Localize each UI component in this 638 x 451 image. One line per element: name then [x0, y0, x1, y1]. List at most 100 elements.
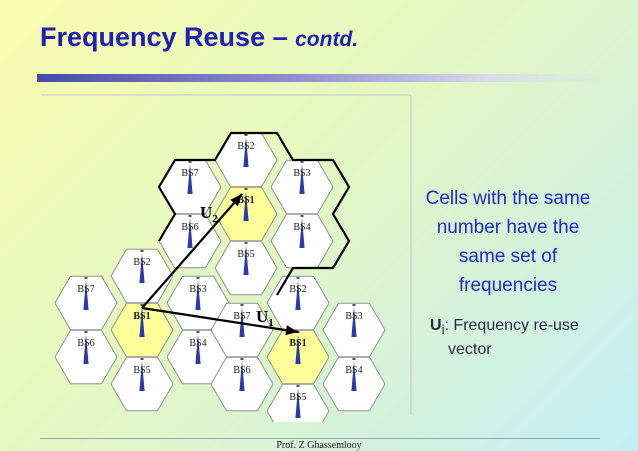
- cell-bs5: BS5: [110, 356, 174, 412]
- antenna-icon: [295, 280, 301, 310]
- ui-symbol: U: [430, 317, 442, 334]
- cell-label: BS4: [293, 222, 310, 233]
- cell-label: BS6: [77, 338, 94, 349]
- antenna-icon: [195, 280, 201, 310]
- antenna-tip: [244, 134, 248, 136]
- vector-u1-label: U1: [256, 307, 274, 329]
- description-line-2: number have the: [436, 217, 580, 238]
- vector-u1: U1: [141, 306, 299, 336]
- cell-bs3: BS3: [270, 159, 334, 215]
- antenna-icon: [299, 164, 305, 194]
- cell-label: BS1: [237, 195, 254, 206]
- cell-label: BS1: [289, 338, 306, 349]
- antenna-icon: [239, 307, 245, 337]
- cell-bs4: BS4: [322, 356, 386, 412]
- antenna-icon: [187, 164, 193, 194]
- reuse-description: Cells with the same number have the same…: [408, 184, 608, 300]
- title-main: Frequency Reuse –: [40, 22, 296, 52]
- cell-bs5: BS5: [266, 383, 330, 422]
- antenna-icon: [243, 137, 249, 167]
- cell-label: BS2: [237, 141, 254, 152]
- antenna-icon: [295, 388, 301, 418]
- cell-bs2: BS2: [214, 132, 278, 188]
- antenna-tip: [196, 277, 200, 279]
- cell-bs6: BS6: [210, 356, 274, 412]
- vector-u2: U2: [141, 193, 243, 309]
- cell-label: BS7: [233, 311, 250, 322]
- title-sub: contd.: [295, 28, 359, 51]
- antenna-tip: [140, 304, 144, 306]
- footer-author: Prof. Z Ghassemlooy: [276, 440, 362, 451]
- antenna-icon: [243, 191, 249, 221]
- cell-bs6: BS6: [54, 329, 118, 385]
- cell-label: BS4: [189, 338, 206, 349]
- antenna-icon: [83, 334, 89, 364]
- cell-label: BS6: [233, 365, 250, 376]
- cell-label: BS4: [345, 365, 362, 376]
- antenna-tip: [244, 188, 248, 190]
- ui-subscript: i: [441, 322, 445, 338]
- antenna-icon: [139, 361, 145, 391]
- antenna-tip: [352, 304, 356, 306]
- vector-u2-line: [141, 193, 243, 309]
- description-line-1: Cells with the same: [425, 188, 591, 209]
- ui-text-line1: : Frequency re-use: [444, 317, 579, 334]
- antenna-tip: [188, 215, 192, 217]
- antenna-icon: [83, 280, 89, 310]
- cell-bs2: BS2: [110, 248, 174, 304]
- antenna-tip: [352, 358, 356, 360]
- cell-label: BS3: [293, 168, 310, 179]
- cell-label: BS2: [289, 284, 306, 295]
- antenna-tip: [296, 385, 300, 387]
- antenna-tip: [296, 277, 300, 279]
- cell-label: BS5: [289, 392, 306, 403]
- antenna-icon: [243, 245, 249, 275]
- reuse-vector-note: Ui: Frequency re-use vector: [430, 316, 620, 360]
- antenna-icon: [195, 334, 201, 364]
- ui-text-line2: vector: [448, 341, 492, 359]
- cell-bs5: BS5: [214, 240, 278, 296]
- antenna-icon: [351, 361, 357, 391]
- cell-label: BS3: [345, 311, 362, 322]
- vector-u2-subscript: 2: [212, 213, 218, 225]
- antenna-tip: [196, 331, 200, 333]
- antenna-tip: [188, 161, 192, 163]
- antenna-tip: [140, 358, 144, 360]
- cluster-boundary: [157, 131, 351, 296]
- vector-u1-symbol: U: [256, 307, 268, 326]
- antenna-icon: [139, 307, 145, 337]
- antenna-icon: [295, 334, 301, 364]
- antenna-icon: [187, 218, 193, 248]
- antenna-icon: [299, 218, 305, 248]
- antenna-tip: [300, 161, 304, 163]
- description-line-3: same set of: [458, 246, 558, 267]
- cell-bs7: BS7: [54, 275, 118, 331]
- vector-u2-label: U2: [200, 203, 218, 225]
- antenna-tip: [300, 215, 304, 217]
- vector-u1-line: [141, 306, 299, 334]
- cell-bs1-highlight: BS1: [214, 186, 278, 242]
- cell-bs3: BS3: [322, 302, 386, 358]
- cell-bs2: BS2: [266, 275, 330, 331]
- cell-label: BS6: [181, 222, 198, 233]
- cell-label: BS2: [133, 257, 150, 268]
- vector-u1-subscript: 1: [268, 317, 274, 329]
- cell-label: BS1: [133, 311, 150, 322]
- footer-rule: [40, 438, 600, 439]
- antenna-icon: [239, 361, 245, 391]
- vector-u2-arrowhead: [230, 194, 242, 207]
- description-line-4: frequencies: [458, 275, 558, 296]
- cell-bs1-highlight: BS1: [266, 329, 330, 385]
- cell-bs4: BS4: [270, 213, 334, 269]
- antenna-tip: [240, 304, 244, 306]
- cell-label: BS7: [77, 284, 94, 295]
- title-rule: [37, 74, 600, 82]
- cell-label: BS5: [237, 249, 254, 260]
- cell-label: BS7: [181, 168, 198, 179]
- antenna-tip: [84, 277, 88, 279]
- antenna-tip: [140, 250, 144, 252]
- antenna-tip: [244, 242, 248, 244]
- antenna-icon: [351, 307, 357, 337]
